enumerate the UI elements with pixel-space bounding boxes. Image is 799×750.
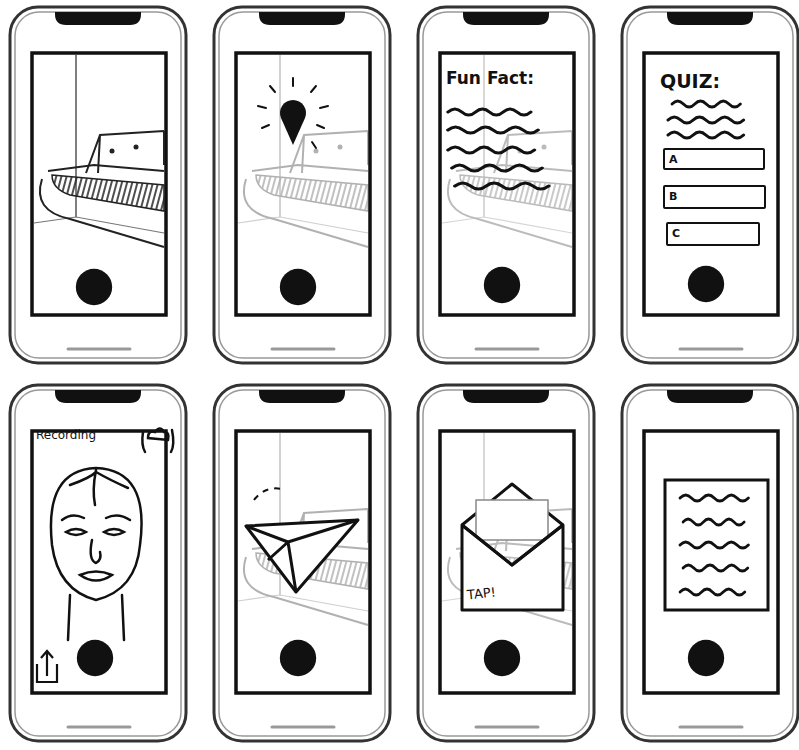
shutter-button bbox=[688, 640, 724, 676]
phone-frame bbox=[622, 385, 798, 741]
share-icon bbox=[37, 651, 57, 682]
answer-option: A bbox=[663, 148, 765, 170]
camera-scene bbox=[238, 55, 368, 247]
shutter-button bbox=[688, 266, 724, 302]
answer-option: B bbox=[663, 185, 766, 209]
map-pin bbox=[258, 78, 328, 148]
phone-frame bbox=[10, 7, 186, 363]
shutter-button bbox=[76, 269, 112, 305]
phone-frame bbox=[214, 385, 390, 741]
tap-prompt: TAP! bbox=[466, 585, 496, 603]
shutter-button bbox=[484, 267, 520, 303]
envelope bbox=[462, 484, 563, 610]
shutter-button bbox=[280, 640, 316, 676]
camera-scene bbox=[442, 55, 572, 247]
phone-frame bbox=[418, 385, 594, 741]
phone-frame bbox=[622, 7, 798, 363]
answer-option: C bbox=[666, 222, 760, 246]
camera-scene bbox=[442, 433, 572, 625]
shutter-button bbox=[280, 269, 316, 305]
camera-scene bbox=[238, 433, 368, 625]
shutter-button bbox=[77, 640, 113, 676]
screen-heading: QUIZ: bbox=[660, 70, 720, 92]
phone-frame bbox=[214, 7, 390, 363]
option-letter: B bbox=[669, 190, 677, 203]
phone-frame bbox=[418, 7, 594, 363]
paper-plane bbox=[246, 488, 358, 592]
letter-page bbox=[665, 480, 768, 610]
status-text: Recording bbox=[36, 428, 96, 442]
text-lines bbox=[668, 101, 744, 138]
camera-scene bbox=[34, 55, 164, 247]
option-letter: A bbox=[669, 153, 678, 166]
screen-heading: Fun Fact: bbox=[446, 68, 534, 88]
face-drawing bbox=[51, 429, 173, 641]
text-lines bbox=[448, 109, 549, 189]
shutter-button bbox=[484, 640, 520, 676]
option-letter: C bbox=[672, 227, 680, 240]
phone-frame bbox=[10, 385, 186, 741]
